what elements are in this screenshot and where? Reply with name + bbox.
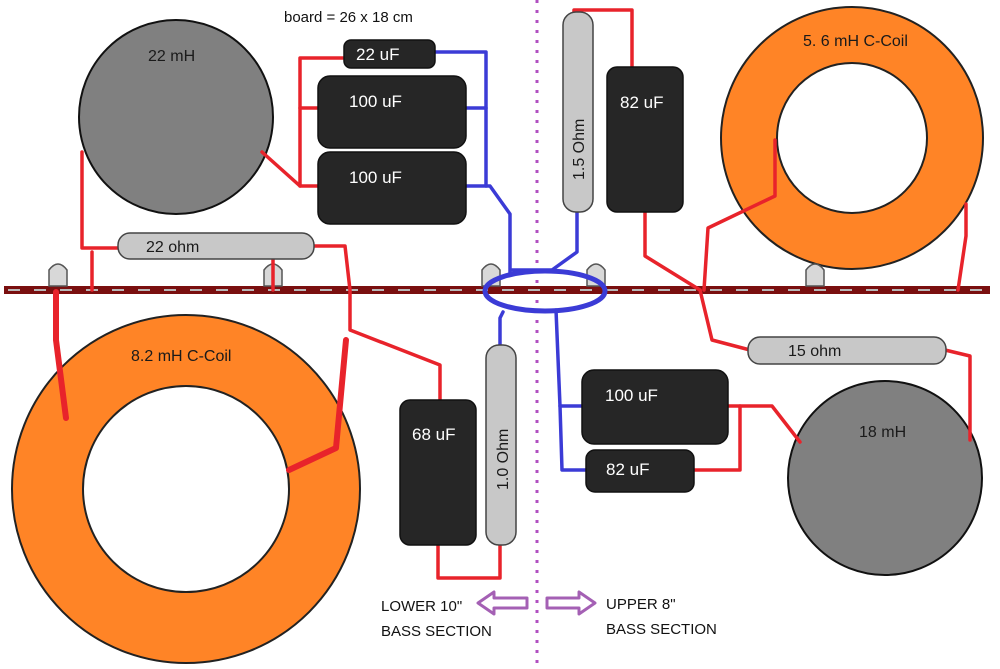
lower-section-label-1: LOWER 10" <box>381 598 462 615</box>
blue-junction-ring <box>482 268 608 314</box>
inductor-8-2mh-hole <box>82 385 290 593</box>
wire-8-2mh-left <box>53 289 69 421</box>
wire-cap-bank-left <box>298 56 347 188</box>
terminal-lug <box>805 263 825 287</box>
capacitor-22uf-body <box>343 39 436 69</box>
capacitor-100uf-a-label: 100 uF <box>349 92 402 111</box>
resistor-22ohm: 22 ohm <box>117 232 315 260</box>
resistor-15ohm-label: 15 ohm <box>788 343 841 360</box>
capacitor-100uf-low: 100 uF <box>581 369 729 445</box>
upper-section-label-1: UPPER 8" <box>606 596 676 613</box>
blue-wires <box>432 50 608 472</box>
inductor-18mh-label: 18 mH <box>859 424 906 441</box>
capacitor-100uf-a: 100 uF <box>317 75 467 149</box>
wire-5-6mh-right <box>956 202 968 292</box>
inductor-22mh <box>78 19 274 215</box>
resistor-1-0ohm: 1.0 Ohm <box>485 344 517 546</box>
wire-100uf-b-right <box>462 184 512 277</box>
ground-bus-bar <box>4 286 990 294</box>
upper-section-label-2: BASS SECTION <box>606 621 717 638</box>
resistor-15ohm: 15 ohm <box>747 336 947 365</box>
resistor-1-5ohm-body <box>562 11 594 213</box>
terminal-lugs <box>48 263 825 287</box>
lower-section-label-2: BASS SECTION <box>381 623 492 640</box>
inductor-22mh-label: 22 mH <box>148 48 195 65</box>
resistor-15ohm-body <box>747 336 947 365</box>
capacitor-22uf-label: 22 uF <box>356 45 399 64</box>
wire-junction-to-82uf-low <box>558 404 590 472</box>
capacitor-100uf-a-body <box>317 75 467 149</box>
capacitor-100uf-b-label: 100 uF <box>349 168 402 187</box>
upper-section-arrow <box>545 590 597 616</box>
capacitor-22uf: 22 uF <box>343 39 436 69</box>
wire-22mh-right <box>260 150 322 188</box>
capacitor-82uf-top: 82 uF <box>606 66 684 213</box>
terminal-lug <box>48 263 68 287</box>
capacitor-100uf-b-body <box>317 151 467 225</box>
wire-68uf-to-1ohm <box>436 538 502 580</box>
capacitor-100uf-b: 100 uF <box>317 151 467 225</box>
capacitor-100uf-low-label: 100 uF <box>605 386 658 405</box>
board-size-label: board = 26 x 18 cm <box>284 9 413 26</box>
wire-22uf-right <box>432 50 488 110</box>
inductor-8-2mh-label: 8.2 mH C-Coil <box>131 348 231 365</box>
resistor-22ohm-body <box>117 232 315 260</box>
capacitor-82uf-low: 82 uF <box>585 449 695 493</box>
wire-22mh-left <box>80 150 122 250</box>
wire-junction-to-100uf-low <box>554 308 586 408</box>
wire-5-6mh-left <box>702 138 777 292</box>
wire-82uf-low-right <box>691 404 742 472</box>
capacitor-82uf-low-label: 82 uF <box>606 460 649 479</box>
red-wires <box>53 8 972 580</box>
resistor-1-5ohm: 1.5 Ohm <box>562 11 594 213</box>
capacitor-68uf-body <box>399 399 477 546</box>
resistor-1-5ohm-label: 1.5 Ohm <box>571 119 588 180</box>
lower-section-arrow <box>476 590 529 616</box>
wire-100uf-low-right <box>724 404 802 444</box>
capacitor-68uf: 68 uF <box>399 399 477 546</box>
inductor-18mh <box>787 380 983 576</box>
wire-8-2mh-right <box>286 337 349 473</box>
inductor-5-6mh-label: 5. 6 mH C-Coil <box>803 33 908 50</box>
wire-bus-to-15ohm <box>698 288 752 352</box>
wire-junction-to-1ohm <box>498 310 505 347</box>
inductor-5-6mh-hole <box>776 62 928 214</box>
wire-82uf-to-bus <box>643 208 702 292</box>
capacitor-82uf-top-label: 82 uF <box>620 93 663 112</box>
resistor-1-0ohm-body <box>485 344 517 546</box>
capacitor-68uf-label: 68 uF <box>412 425 455 444</box>
wire-100uf-a-right <box>462 106 488 188</box>
resistor-22ohm-label: 22 ohm <box>146 239 199 256</box>
capacitor-82uf-top-body <box>606 66 684 213</box>
wire-15ohm-to-18mh <box>943 348 972 442</box>
wire-22ohm-right <box>310 244 442 404</box>
capacitor-100uf-low-body <box>581 369 729 445</box>
capacitor-82uf-low-body <box>585 449 695 493</box>
resistor-1-0ohm-label: 1.0 Ohm <box>495 429 512 490</box>
wire-1-5ohm-bottom <box>510 210 579 272</box>
